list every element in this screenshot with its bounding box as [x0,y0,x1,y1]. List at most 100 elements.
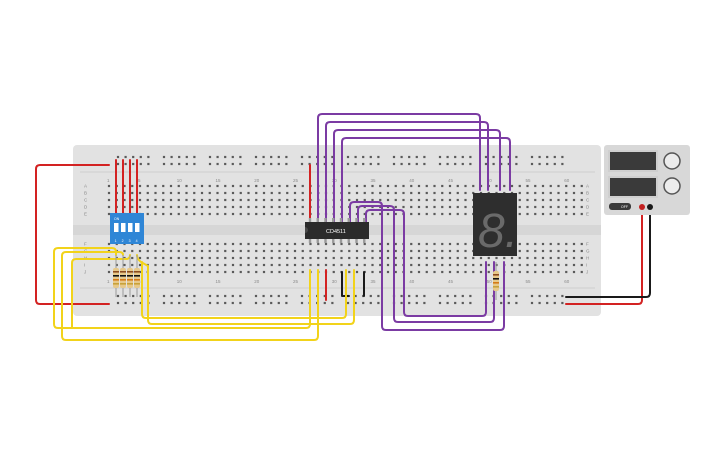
hole[interactable] [348,191,351,195]
hole[interactable] [441,184,444,188]
hole[interactable] [107,270,111,274]
hole[interactable] [503,184,506,188]
rail-hole[interactable] [400,162,403,166]
hole[interactable] [363,184,366,188]
rail-hole[interactable] [262,294,265,298]
hole[interactable] [270,191,273,195]
hole[interactable] [371,256,374,260]
rail-hole[interactable] [377,301,380,305]
hole[interactable] [278,191,281,195]
hole[interactable] [286,242,289,246]
hole[interactable] [107,184,111,188]
hole[interactable] [177,263,180,267]
rail-hole[interactable] [469,155,472,159]
hole[interactable] [216,191,219,195]
hole[interactable] [565,212,568,216]
rail-hole[interactable] [116,301,120,305]
hole[interactable] [239,256,242,260]
rail-hole[interactable] [507,294,510,298]
hole[interactable] [441,242,444,246]
hole[interactable] [262,242,266,246]
hole[interactable] [518,191,521,195]
rail-hole[interactable] [446,162,449,166]
hole[interactable] [216,184,219,188]
rail-hole[interactable] [277,301,280,305]
hole[interactable] [448,191,452,195]
hole[interactable] [526,212,529,216]
rail-hole[interactable] [553,301,556,305]
hole[interactable] [247,212,250,216]
hole[interactable] [301,249,304,253]
hole[interactable] [138,205,142,209]
hole[interactable] [557,242,560,246]
hole[interactable] [278,256,281,260]
rail-hole[interactable] [553,155,556,159]
hole[interactable] [301,242,304,246]
hole[interactable] [224,205,227,209]
hole[interactable] [154,184,157,188]
hole[interactable] [193,270,196,274]
rail-hole[interactable] [446,301,449,305]
hole[interactable] [332,242,335,246]
hole[interactable] [169,256,173,260]
hole[interactable] [541,242,545,246]
rail-hole[interactable] [377,294,380,298]
rail-hole[interactable] [546,162,549,166]
hole[interactable] [363,198,366,202]
hole[interactable] [402,191,405,195]
hole[interactable] [549,191,552,195]
rail-hole[interactable] [262,155,265,159]
hole[interactable] [557,249,560,253]
hole[interactable] [487,263,490,267]
hole[interactable] [332,263,335,267]
hole[interactable] [216,270,219,274]
rail-hole[interactable] [538,162,541,166]
hole[interactable] [247,198,250,202]
rail-hole[interactable] [546,301,549,305]
hole[interactable] [425,242,428,246]
hole[interactable] [193,249,196,253]
rail-hole[interactable] [408,155,411,159]
hole[interactable] [208,263,211,267]
wire-purple-3[interactable] [333,129,501,223]
hole[interactable] [541,191,545,195]
hole[interactable] [371,212,374,216]
hole[interactable] [317,242,320,246]
hole[interactable] [193,212,196,216]
hole[interactable] [379,256,382,260]
hole[interactable] [371,191,374,195]
hole[interactable] [278,242,281,246]
hole[interactable] [355,205,359,209]
wire-purple-4[interactable] [341,137,511,223]
hole[interactable] [557,263,560,267]
hole[interactable] [441,191,444,195]
hole[interactable] [200,270,204,274]
hole[interactable] [518,270,521,274]
rail-hole[interactable] [454,294,457,298]
hole[interactable] [433,184,436,188]
hole[interactable] [526,191,529,195]
rail-hole[interactable] [423,155,426,159]
dip-toggle[interactable] [128,223,133,232]
hole[interactable] [224,191,227,195]
hole[interactable] [363,212,366,216]
cd4511-chip[interactable]: CD4511 [305,218,369,243]
hole[interactable] [177,249,180,253]
hole[interactable] [456,242,459,246]
hole[interactable] [177,212,180,216]
hole[interactable] [146,249,149,253]
rail-hole[interactable] [162,301,166,305]
hole[interactable] [332,270,335,274]
hole[interactable] [534,198,537,202]
rail-hole[interactable] [285,301,288,305]
rail-hole[interactable] [392,155,396,159]
hole[interactable] [231,249,235,253]
hole[interactable] [402,198,405,202]
hole[interactable] [162,242,165,246]
hole[interactable] [363,256,366,260]
hole[interactable] [255,198,258,202]
hole[interactable] [464,270,467,274]
hole[interactable] [216,205,219,209]
hole[interactable] [417,263,421,267]
hole[interactable] [410,205,413,209]
